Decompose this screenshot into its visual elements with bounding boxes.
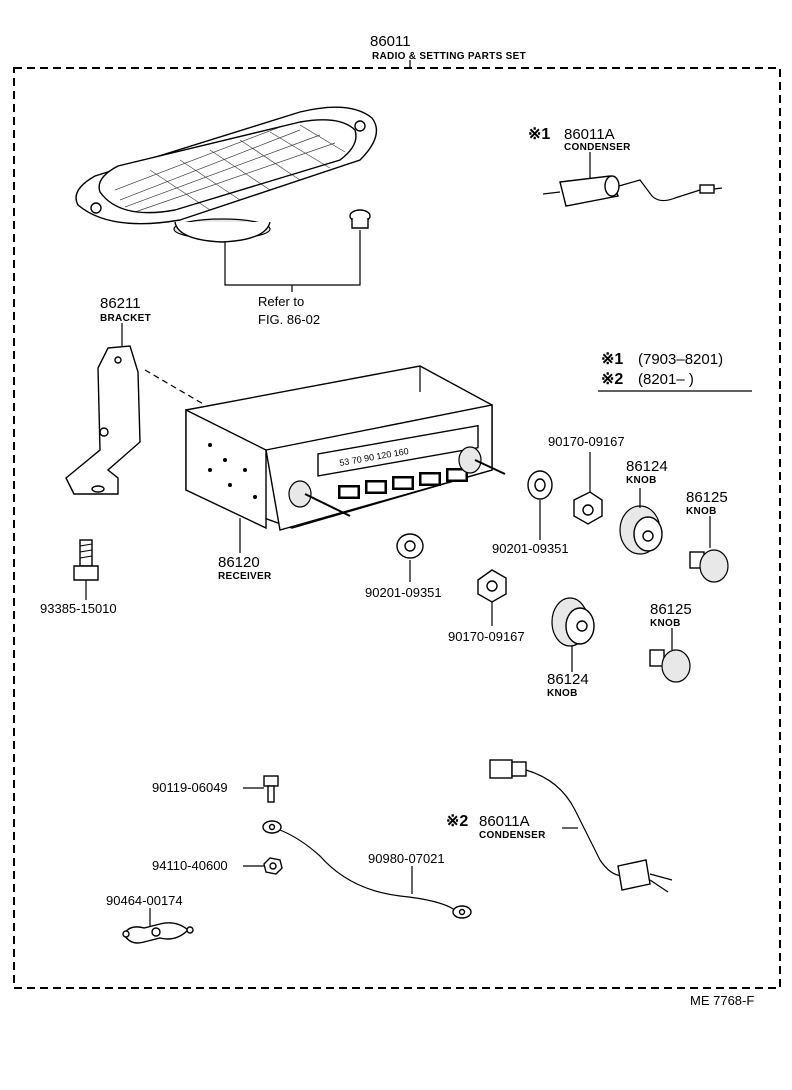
knob-d-part-number: 86125 (650, 601, 692, 618)
condenser-2-name: CONDENSER (479, 830, 546, 841)
receiver-part-number: 86120 (218, 554, 260, 571)
knob-a-part-number: 86124 (626, 458, 668, 475)
ground-wire-part-number: 90980-07021 (368, 851, 445, 866)
knob-b-name: KNOB (547, 688, 578, 699)
clip-icon (122, 922, 194, 944)
legend-row1-mark: ※1 (601, 351, 623, 368)
knob-c-name: KNOB (686, 506, 717, 517)
legend-row2-mark: ※2 (601, 371, 623, 388)
bolt-part-number: 93385-15010 (40, 601, 117, 616)
condenser-2-mark: ※2 (446, 813, 468, 830)
speaker-ref-line1: Refer to (258, 294, 304, 309)
knob-b-icon (551, 597, 595, 647)
condenser-2-illustration (489, 759, 673, 893)
knob-b-part-number: 86124 (547, 671, 589, 688)
knob-d-name: KNOB (650, 618, 681, 629)
knob-c-part-number: 86125 (686, 489, 728, 506)
screw-icon (263, 775, 279, 803)
knob-d-icon (649, 649, 691, 683)
knob-a-icon (619, 505, 663, 555)
legend-row1-range: (7903–8201) (638, 351, 723, 368)
condenser-1-name: CONDENSER (564, 142, 631, 153)
bracket-name: BRACKET (100, 313, 151, 324)
speaker-nut-icon (349, 209, 371, 229)
knob-c-icon (689, 549, 729, 583)
knob-a-name: KNOB (626, 475, 657, 486)
speaker-ref-line2: FIG. 86-02 (258, 312, 320, 327)
legend-row2-range: (8201– ) (638, 371, 694, 388)
receiver-name: RECEIVER (218, 571, 272, 582)
footer-code: ME 7768-F (690, 993, 754, 1008)
washer-a-part-number: 90201-09351 (492, 541, 569, 556)
nut-small-icon (263, 857, 283, 875)
bracket-part-number: 86211 (100, 295, 141, 312)
nut-a-part-number: 90170-09167 (548, 434, 625, 449)
washer-b-icon (396, 533, 424, 559)
receiver-illustration (185, 365, 506, 531)
clip-part-number: 90464-00174 (106, 893, 183, 908)
set-part-number: 86011 (370, 33, 411, 50)
ground-wire-illustration (262, 820, 472, 919)
screw-part-number: 90119-06049 (152, 780, 228, 795)
bracket-dashed-link (144, 369, 206, 406)
nut-small-part-number: 94110-40600 (152, 858, 228, 873)
speaker-illustration (75, 106, 378, 243)
condenser-1-part-number: 86011A (564, 126, 615, 143)
nut-a-icon (573, 491, 603, 525)
condenser-1-illustration (542, 175, 723, 207)
washer-a-icon (527, 470, 553, 500)
nut-b-part-number: 90170-09167 (448, 629, 525, 644)
nut-b-icon (477, 569, 507, 603)
bolt-icon (73, 539, 99, 581)
washer-b-part-number: 90201-09351 (365, 585, 442, 600)
condenser-1-mark: ※1 (528, 126, 550, 143)
set-name: RADIO & SETTING PARTS SET (372, 51, 526, 62)
bracket-illustration (65, 345, 141, 495)
set-boundary (13, 67, 781, 989)
condenser-2-part-number: 86011A (479, 813, 530, 830)
